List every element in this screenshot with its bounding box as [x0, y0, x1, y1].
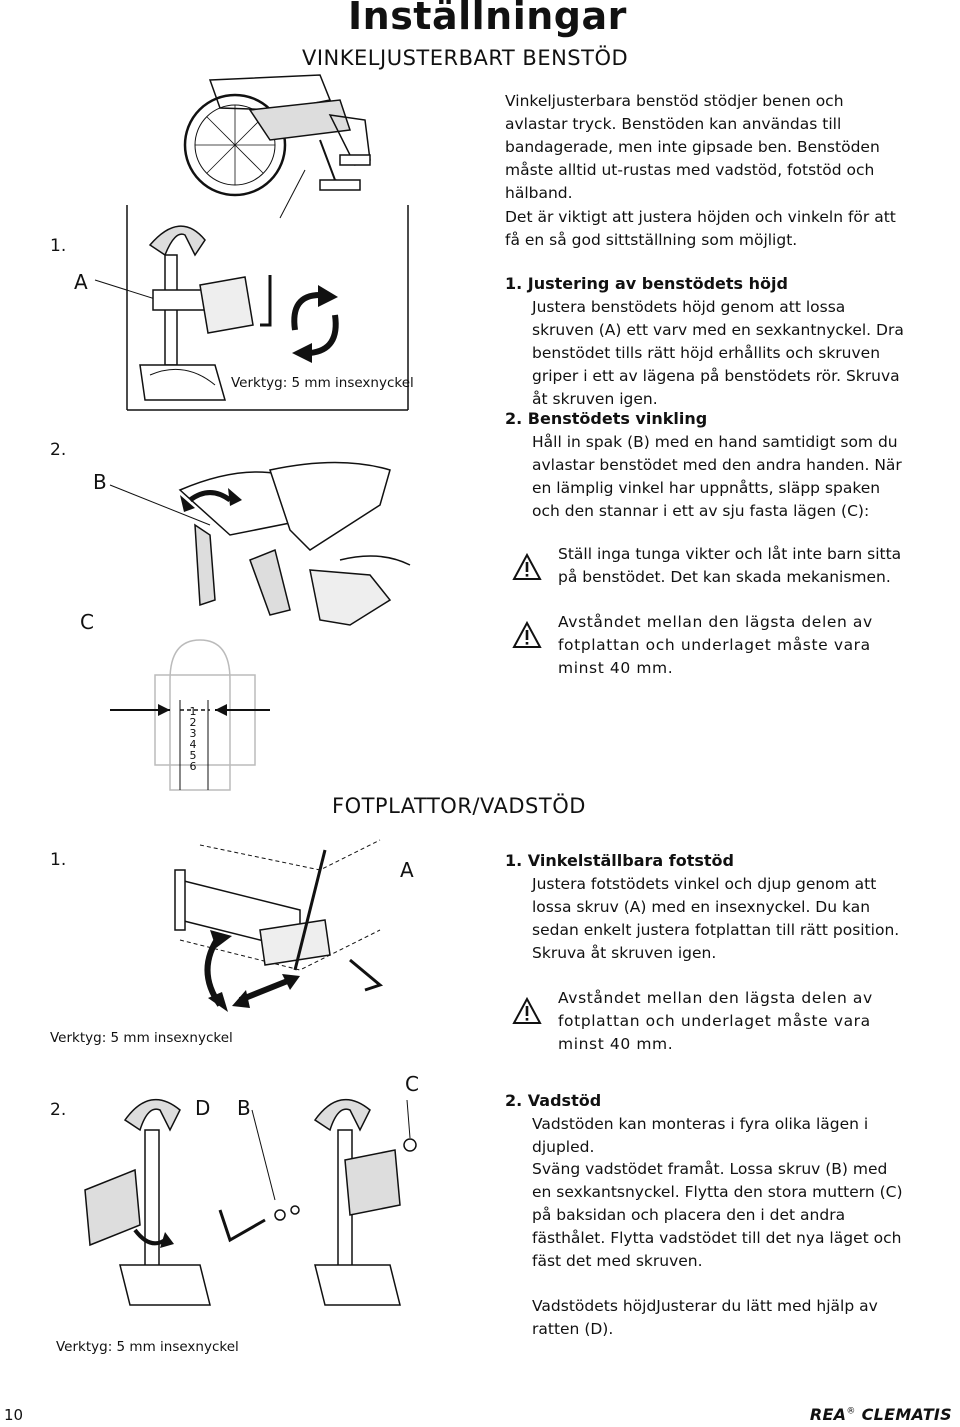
warning-icon: [512, 552, 542, 580]
figure2-number: 2.: [50, 440, 67, 460]
registered-mark: ®: [846, 1406, 856, 1417]
s2-step2-heading: 2. Vadstöd: [505, 1091, 602, 1110]
step2-heading: 2. Benstödets vinkling: [505, 409, 708, 428]
s2-label-c: C: [405, 1072, 419, 1096]
s2-step2-text-b: Sväng vadstödet framåt. Lossa skruv (B) …: [532, 1160, 903, 1270]
calf-support-illustration: [84, 1098, 417, 1306]
intro-text: Vinkeljusterbara benstöd stödjer benen o…: [505, 92, 880, 202]
s2-label-a: A: [400, 858, 414, 882]
position-scale-illustration: [110, 639, 270, 791]
footplate-illustration: [174, 839, 384, 1012]
scale-number: 3: [189, 727, 197, 740]
scale-number: 5: [189, 749, 197, 762]
warning-text-2: Avståndet mellan den lägsta delen av fot…: [558, 613, 873, 677]
s2-label-d: D: [195, 1096, 211, 1120]
s2-tool-label-2: Verktyg: 5 mm insexnyckel: [56, 1339, 239, 1355]
s2-step2-text-c: Vadstödets höjdJusterar du lätt med hjäl…: [532, 1297, 878, 1338]
s2-step1-text: Justera fotstödets vinkel och djup genom…: [532, 875, 900, 962]
scale-number: 1: [189, 705, 197, 718]
product-name: CLEMATIS: [861, 1405, 952, 1424]
label-b: B: [93, 470, 107, 494]
legrest-angle-illustration: [109, 461, 411, 626]
section-title-benstod: VINKELJUSTERBART BENSTÖD: [302, 46, 629, 70]
s2-label-b: B: [237, 1096, 251, 1120]
scale-number: 2: [189, 716, 197, 729]
scale-number: 6: [189, 760, 197, 773]
position-scale-numbers: 1 2 3 4 5 6: [186, 706, 200, 772]
s2-warning-text: Avståndet mellan den lägsta delen av fot…: [558, 989, 873, 1053]
brand-footer: REA® CLEMATIS: [810, 1405, 952, 1424]
legrest-height-illustration: [94, 225, 272, 401]
step1-heading: 1. Justering av benstödets höjd: [505, 274, 788, 293]
warning-icon: [512, 996, 542, 1024]
warning-text-1: Ställ inga tunga vikter och låt inte bar…: [558, 545, 902, 586]
step1-text: Justera benstödets höjd genom att lossa …: [532, 298, 904, 408]
brand-name: REA: [809, 1405, 847, 1424]
label-c: C: [80, 610, 94, 634]
page-title: Inställningar: [348, 0, 627, 38]
scale-number: 4: [189, 738, 197, 751]
figure1-frame: [126, 205, 409, 411]
s2-step2-text-a: Vadstöden kan monteras i fyra olika läge…: [532, 1115, 869, 1156]
page-number: 10: [4, 1406, 24, 1424]
warning-icon: [512, 620, 542, 648]
note-text: Det är viktigt att justera höjden och vi…: [505, 208, 896, 249]
wheelchair-illustration: [183, 74, 371, 219]
step2-text: Håll in spak (B) med en hand samtidigt s…: [532, 433, 902, 520]
figure1-number: 1.: [50, 236, 67, 256]
s2-figure2-number: 2.: [50, 1100, 67, 1120]
s2-figure1-number: 1.: [50, 850, 67, 870]
tool-label: Verktyg: 5 mm insexnyckel: [231, 375, 414, 391]
s2-step1-heading: 1. Vinkelställbara fotstöd: [505, 851, 734, 870]
label-a: A: [74, 270, 88, 294]
s2-tool-label-1: Verktyg: 5 mm insexnyckel: [50, 1030, 233, 1046]
section-title-fotplattor: FOTPLATTOR/VADSTÖD: [332, 794, 586, 818]
rotate-arrows-icon: [291, 285, 339, 363]
